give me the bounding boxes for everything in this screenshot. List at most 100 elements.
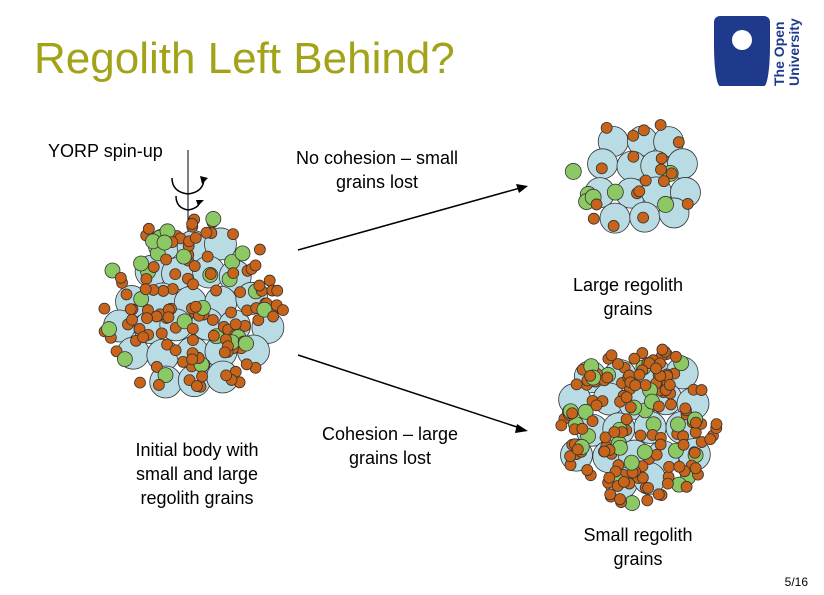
small-grain-brown	[186, 218, 199, 230]
small-grain-brown	[618, 476, 630, 488]
small-grain-brown	[162, 311, 175, 324]
small-grain-brown	[227, 267, 240, 280]
small-grain-brown	[187, 334, 199, 347]
small-grain-brown	[655, 163, 667, 176]
small-grain-brown	[137, 331, 150, 344]
small-grain-brown	[636, 471, 649, 484]
small-grain-brown	[663, 378, 676, 391]
small-grain-brown	[555, 419, 568, 432]
small-grain-brown	[240, 358, 253, 371]
small-grain-brown	[124, 303, 137, 316]
small-grain-brown	[150, 310, 163, 323]
small-grain-brown	[650, 448, 663, 461]
small-grain-brown	[120, 288, 133, 301]
small-grain-brown	[161, 338, 174, 351]
small-grain-brown	[229, 318, 242, 331]
small-grain-brown	[673, 460, 686, 473]
small-grain-brown	[147, 261, 160, 273]
small-grains-cluster	[555, 343, 723, 511]
small-grain-brown	[612, 358, 624, 370]
small-grain-brown	[189, 300, 202, 313]
small-grain-brown	[605, 349, 618, 362]
small-grain-brown	[695, 384, 708, 396]
small-grain-brown	[207, 329, 220, 342]
small-grain-green	[636, 443, 653, 460]
small-grain-brown	[253, 243, 266, 256]
small-grain-brown	[126, 313, 138, 326]
small-grain-brown	[196, 370, 209, 383]
small-grain-brown	[253, 279, 266, 292]
small-grain-brown	[654, 438, 667, 451]
slide-title: Regolith Left Behind?	[34, 34, 455, 83]
small-grain-green	[101, 321, 117, 337]
small-grain-brown	[637, 211, 650, 224]
small-grain-brown	[653, 400, 665, 413]
yorp-label: YORP spin-up	[48, 141, 163, 161]
small-grain-brown	[576, 422, 589, 435]
small-grain-brown	[620, 413, 633, 426]
small-grain-green	[238, 335, 254, 352]
small-grain-brown	[586, 415, 599, 427]
small-grain-brown	[665, 167, 678, 180]
small-grain-brown	[620, 391, 633, 404]
small-grain-brown	[134, 376, 146, 389]
small-grain-brown	[186, 322, 199, 335]
small-grain-brown	[590, 198, 603, 211]
small-grain-brown	[601, 371, 614, 384]
small-grain-brown	[142, 222, 155, 235]
small-grain-brown	[638, 124, 650, 137]
cohesion-label: Cohesion – large grains lost	[321, 424, 459, 468]
small-grain-brown	[587, 212, 600, 225]
small-grain-brown	[689, 416, 702, 429]
small-grain-brown	[661, 477, 674, 490]
small-grain-brown	[665, 398, 677, 411]
spin-arrow-upper	[171, 177, 205, 195]
small-grain-brown	[227, 228, 239, 241]
small-grain-brown	[603, 471, 616, 484]
small-grain-green	[175, 248, 192, 265]
small-grain-brown	[218, 346, 231, 359]
small-grain-green	[205, 211, 222, 227]
small-grain-brown	[590, 399, 603, 412]
small-grain-brown	[187, 278, 199, 291]
small-grain-brown	[186, 353, 199, 366]
small-grain-green	[133, 255, 149, 272]
small-grain-green	[156, 234, 173, 251]
small-grain-brown	[652, 488, 665, 501]
small-grain-brown	[672, 136, 685, 149]
small-grain-brown	[633, 185, 646, 198]
small-grain-green	[606, 183, 624, 201]
small-grain-brown	[624, 401, 637, 414]
small-grain-brown	[566, 407, 579, 420]
small-grain-brown	[150, 361, 163, 373]
small-grain-brown	[153, 379, 165, 391]
small-grain-brown	[595, 162, 608, 175]
small-grain-green	[670, 416, 686, 433]
small-grain-green	[564, 163, 582, 180]
small-grain-brown	[189, 231, 202, 244]
small-grain-green	[116, 351, 133, 368]
small-grain-green	[623, 454, 640, 471]
small-grain-brown	[169, 268, 182, 281]
small-grain-brown	[190, 380, 203, 392]
small-grain-brown	[654, 119, 667, 131]
small-grain-brown	[220, 369, 233, 382]
small-grain-brown	[663, 460, 675, 473]
arrow-to-small	[297, 354, 521, 429]
small-grain-brown	[114, 271, 127, 284]
small-grain-brown	[249, 259, 262, 272]
arrow-to-large	[297, 187, 521, 251]
small-grain-brown	[670, 350, 682, 363]
small-grain-brown	[157, 285, 170, 297]
small-grain-brown	[642, 482, 654, 494]
small-grain-brown	[677, 438, 690, 451]
small-grain-brown	[141, 312, 153, 324]
small-grain-brown	[263, 274, 276, 287]
small-grain-brown	[169, 344, 182, 357]
small-grain-brown	[166, 283, 179, 295]
no-cohesion-label: No cohesion – small grains lost	[295, 148, 459, 192]
small-grain-brown	[139, 283, 152, 296]
small-grain-brown	[607, 220, 620, 232]
small-grain-brown	[639, 379, 652, 392]
small-grain-brown	[564, 450, 577, 463]
